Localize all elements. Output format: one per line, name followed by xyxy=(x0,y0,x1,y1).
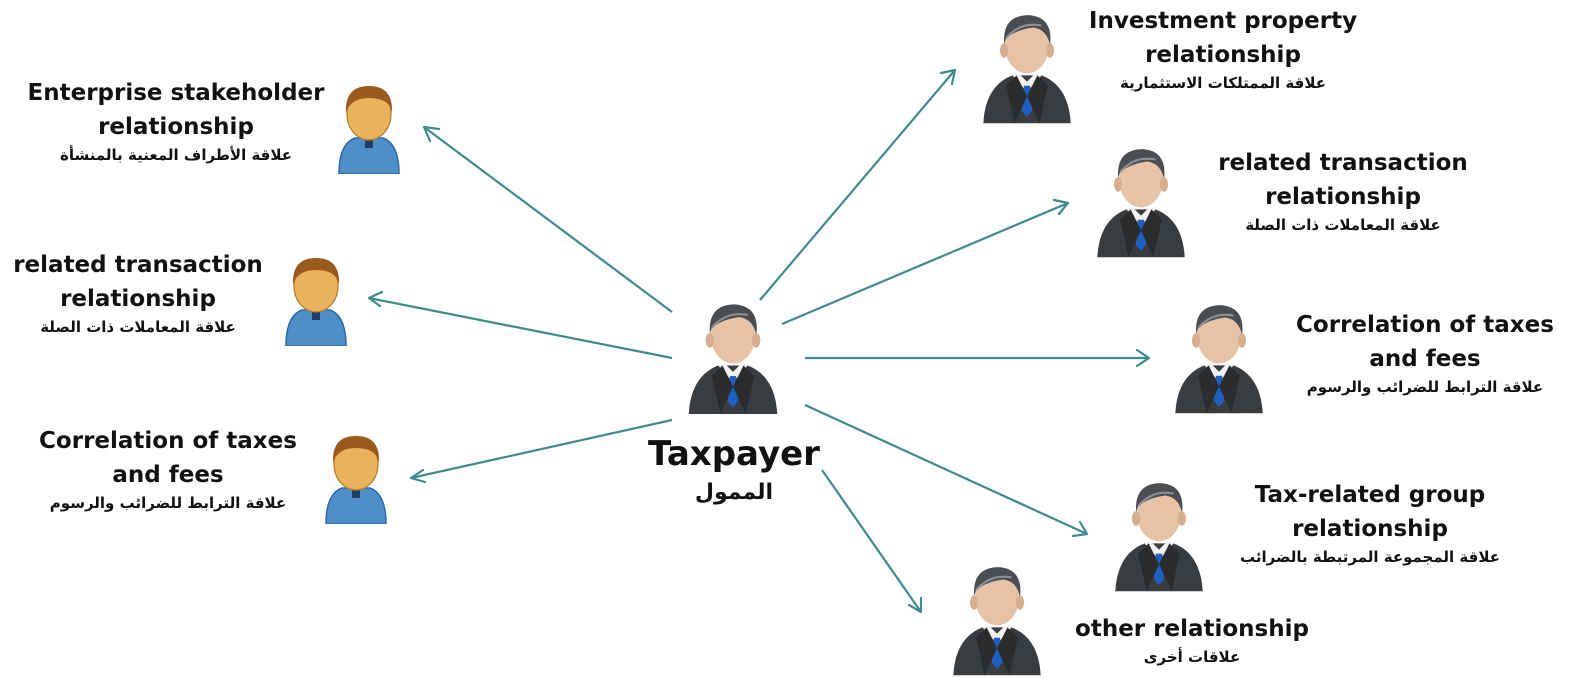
taxpayer-businessman-icon xyxy=(680,296,786,414)
related-transaction-right-label: related transaction relationship علاقة ا… xyxy=(1200,146,1486,236)
arrow-to-other-relationship xyxy=(821,469,923,614)
arrow-to-correlation-taxes-left xyxy=(409,418,673,484)
correlation-taxes-left-title-en: Correlation of taxes and fees xyxy=(39,428,297,488)
related-transaction-left-label: related transaction relationship علاقة ا… xyxy=(2,248,274,338)
taxpayer-title-en: Taxpayer xyxy=(648,434,820,474)
correlation-taxes-left-title-ar: علاقة الترابط للضرائب والرسوم xyxy=(49,494,287,512)
correlation-taxes-right-businessman-icon xyxy=(1167,296,1271,414)
taxpayer-title: Taxpayer الممول xyxy=(634,432,834,510)
related-transaction-left-title-ar: علاقة المعاملات ذات الصلة xyxy=(40,318,236,336)
tax-related-group-title-ar: علاقة المجموعة المرتبطة بالضرائب xyxy=(1240,548,1500,566)
related-transaction-left-user-icon xyxy=(282,252,350,346)
correlation-taxes-right-label: Correlation of taxes and fees علاقة التر… xyxy=(1280,308,1570,398)
correlation-taxes-right-title-ar: علاقة الترابط للضرائب والرسوم xyxy=(1306,378,1544,396)
related-transaction-right-title-en: related transaction relationship xyxy=(1218,150,1468,210)
other-relationship-label: other relationship علاقات أخرى xyxy=(1062,612,1322,668)
related-transaction-right-title-ar: علاقة المعاملات ذات الصلة xyxy=(1245,216,1441,234)
related-transaction-left-title-en: related transaction relationship xyxy=(13,252,263,312)
investment-property-title-ar: علاقة الممتلكات الاستثمارية xyxy=(1120,74,1326,92)
enterprise-stakeholder-title-ar: علاقة الأطراف المعنية بالمنشأة xyxy=(59,146,293,164)
arrow-to-related-transaction-right xyxy=(781,198,1070,326)
investment-property-title-en: Investment property relationship xyxy=(1088,8,1358,68)
taxpayer-title-ar: الممول xyxy=(694,480,774,505)
correlation-taxes-left-user-icon xyxy=(322,430,390,524)
investment-property-label: Investment property relationship علاقة ا… xyxy=(1078,4,1368,94)
other-relationship-title-ar: علاقات أخرى xyxy=(1143,648,1241,666)
enterprise-stakeholder-label: Enterprise stakeholder relationship علاق… xyxy=(20,76,332,166)
other-relationship-title-en: other relationship xyxy=(1075,616,1309,642)
arrow-to-tax-related-group xyxy=(804,403,1089,538)
related-transaction-right-businessman-icon xyxy=(1089,140,1193,258)
arrow-to-correlation-taxes-right xyxy=(805,348,1151,368)
other-relationship-businessman-icon xyxy=(945,558,1049,676)
enterprise-stakeholder-title-en: Enterprise stakeholder relationship xyxy=(27,80,325,140)
correlation-taxes-right-title-en: Correlation of taxes and fees xyxy=(1296,312,1554,372)
arrow-to-related-transaction-left xyxy=(367,290,673,360)
tax-related-group-businessman-icon xyxy=(1107,474,1211,592)
tax-related-group-title-en: Tax-related group relationship xyxy=(1254,482,1486,542)
arrow-to-enterprise-stakeholder xyxy=(422,125,673,313)
arrow-to-investment-property xyxy=(759,68,957,301)
correlation-taxes-left-label: Correlation of taxes and fees علاقة التر… xyxy=(22,424,314,514)
tax-related-group-label: Tax-related group relationship علاقة الم… xyxy=(1212,478,1528,568)
enterprise-stakeholder-user-icon xyxy=(335,80,403,174)
investment-property-businessman-icon xyxy=(975,6,1079,124)
